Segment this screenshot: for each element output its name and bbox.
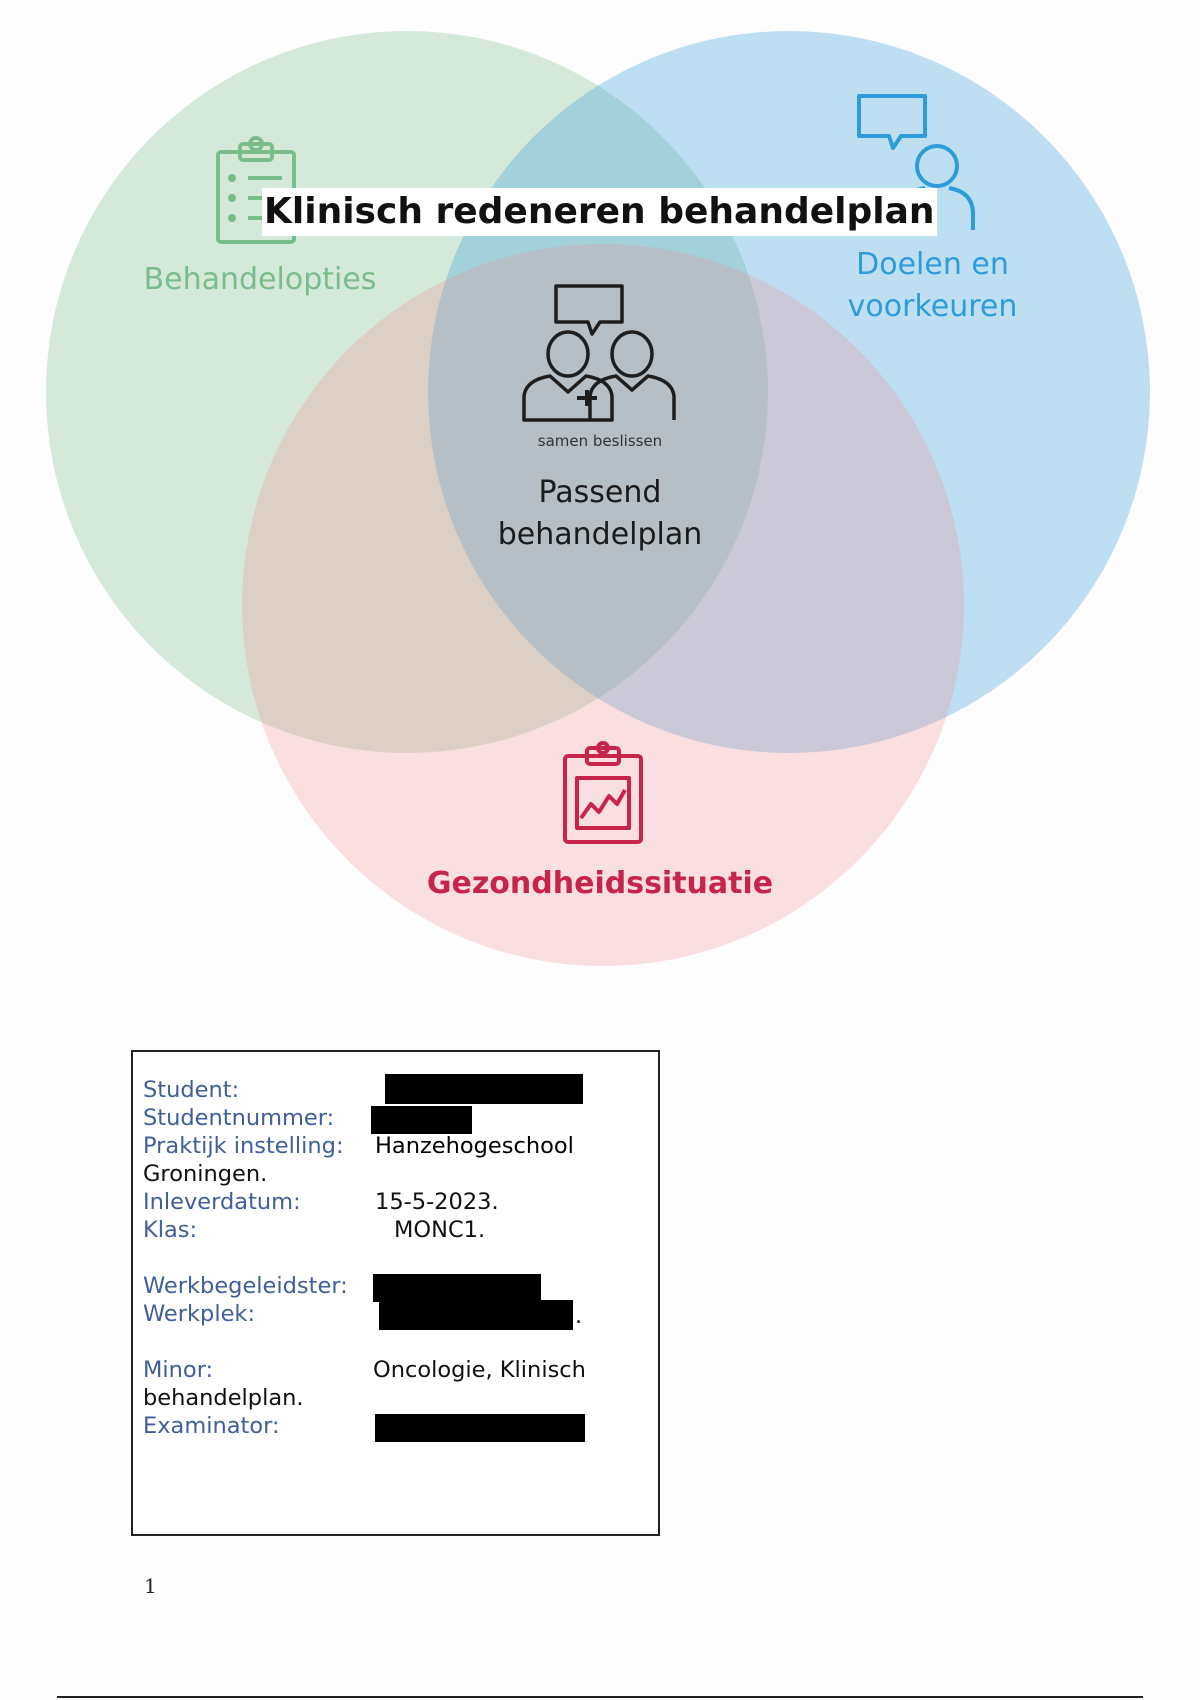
circle-gezondheidssituatie [242,244,964,966]
row-inleverdatum: Inleverdatum: [143,1188,301,1216]
inleverdatum-value: 15-5-2023. [375,1189,499,1215]
two-people-speech-icon [522,284,676,422]
klas-label: Klas: [143,1217,198,1243]
student-label: Student: [143,1077,240,1103]
page-number: 1 [144,1574,157,1598]
werkplek-label: Werkplek: [143,1301,256,1327]
werkplek-suffix: . [575,1303,583,1329]
row-klas: Klas: [143,1216,197,1244]
document-title: Klinisch redeneren behandelplan [262,188,937,236]
row-examinator: Examinator: [143,1412,280,1440]
clipboard-chart-icon [563,741,643,844]
row-minor: Minor: [143,1356,213,1384]
student-info-box: Student: Studentnummer: Praktijk instell… [131,1050,660,1536]
redacted-studentnummer [371,1106,472,1134]
label-doelen-line2: voorkeuren [847,289,1018,324]
redacted-student-name [385,1074,583,1104]
center-line2: behandelplan [497,517,703,552]
praktijk-value-cont: Groningen. [143,1161,268,1187]
row-werkplek: Werkplek: [143,1300,255,1328]
label-gezondheidssituatie: Gezondheidssituatie [426,866,774,901]
center-line1: Passend [538,475,662,510]
footer-rule [57,1696,1143,1698]
klas-value: MONC1. [394,1217,486,1243]
studentnummer-label: Studentnummer: [143,1105,335,1131]
row-studentnummer: Studentnummer: [143,1104,334,1132]
minor-value: Oncologie, Klinisch [373,1357,586,1383]
label-doelen-voorkeuren: Doelen en voorkeuren [820,244,1045,328]
redacted-werkplek [379,1300,573,1330]
examinator-label: Examinator: [143,1413,280,1439]
minor-value-cont: behandelplan. [143,1385,304,1411]
label-passend-behandelplan: Passend behandelplan [470,472,730,556]
label-doelen-line1: Doelen en [856,247,1009,282]
minor-label: Minor: [143,1357,214,1383]
row-praktijk: Praktijk instelling: [143,1132,344,1160]
redacted-examinator [375,1414,585,1442]
row-student: Student: [143,1076,239,1104]
werkbegeleidster-label: Werkbegeleidster: [143,1273,348,1299]
inleverdatum-label: Inleverdatum: [143,1189,301,1215]
praktijk-value: Hanzehogeschool [375,1133,574,1159]
label-behandelopties: Behandelopties [143,262,377,297]
row-werkbegeleidster: Werkbegeleidster: [143,1272,348,1300]
caption-samen-beslissen: samen beslissen [537,432,663,450]
redacted-werkbegeleidster [373,1274,541,1302]
praktijk-label: Praktijk instelling: [143,1133,344,1159]
